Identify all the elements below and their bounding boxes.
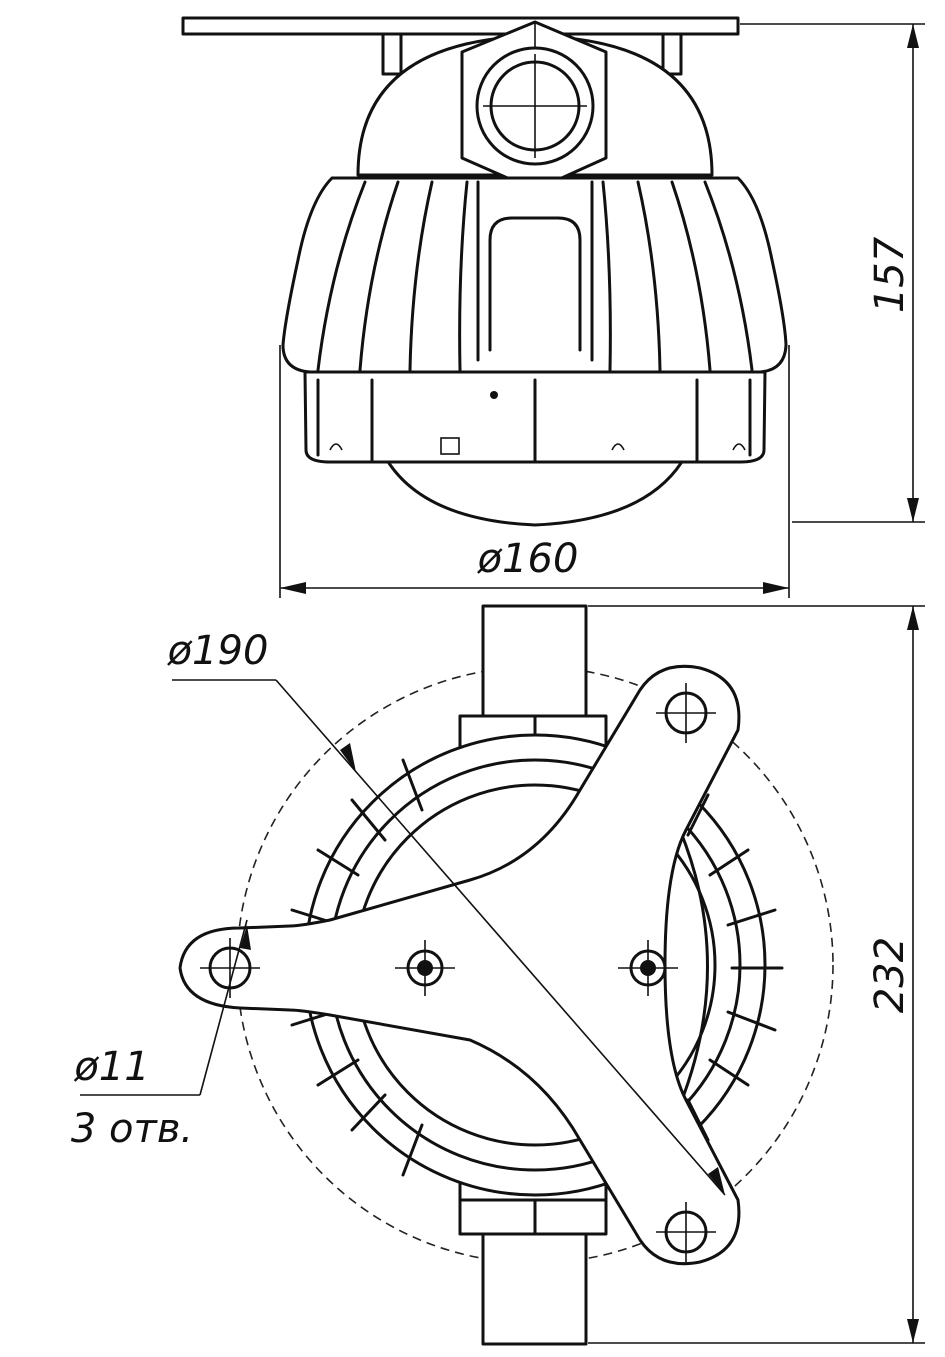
dimension-label-hole-count: 3 отв. [71,1106,193,1152]
bracket-left [381,32,403,76]
mounting-plate [181,16,740,36]
screw-icon [395,940,455,996]
three-arm-bracket [178,664,741,1266]
dimension-label-232: 232 [867,937,913,1013]
top-view: ø190 ø11 3 отв. 232 [71,604,925,1346]
screw-icon [618,940,678,996]
mounting-hole-icon [656,1202,716,1262]
guard-cage [303,370,767,464]
mounting-hole-icon [200,938,260,998]
set-screw-icon [490,391,498,399]
dimension-label-190: ø190 [167,628,269,674]
dimension-label-160: ø160 [477,536,579,582]
dimension-label-157: 157 [867,236,913,313]
mounting-hole-icon [656,683,716,743]
dimension-hole: ø11 3 отв. [71,919,251,1152]
side-view: 157 ø160 [181,16,925,598]
dimension-label-hole-diameter: ø11 [73,1044,149,1090]
finned-diffuser [281,176,788,374]
dimension-height-total: 232 [588,605,925,1344]
bracket-right [661,32,683,76]
dimension-diameter-body: ø160 [279,345,790,598]
glass-globe [382,453,688,527]
dimension-height-side: 157 [740,23,925,523]
dimension-diameter-mount: ø190 [167,628,726,1196]
